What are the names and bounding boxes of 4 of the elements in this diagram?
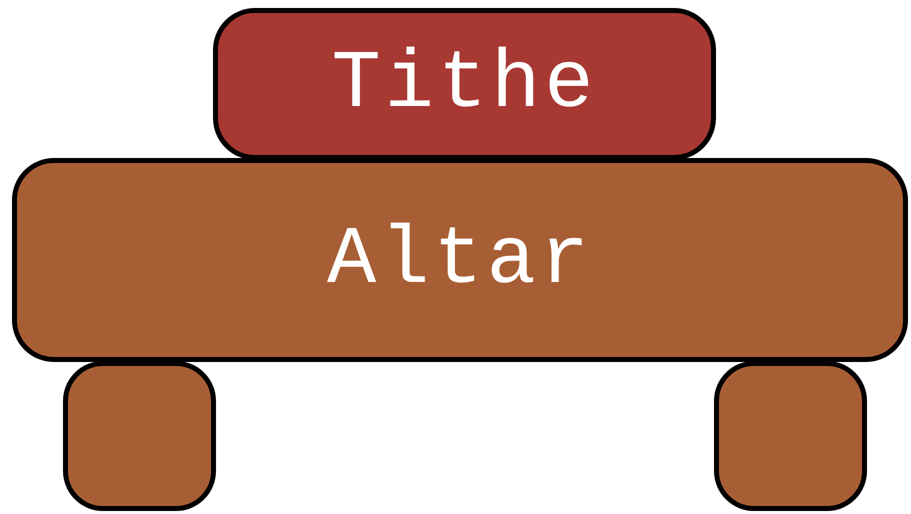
- altar-slab: Altar: [12, 158, 908, 362]
- altar-leg: [63, 361, 216, 511]
- altar-leg: [714, 361, 867, 511]
- offering-plate: Tithe: [213, 8, 716, 160]
